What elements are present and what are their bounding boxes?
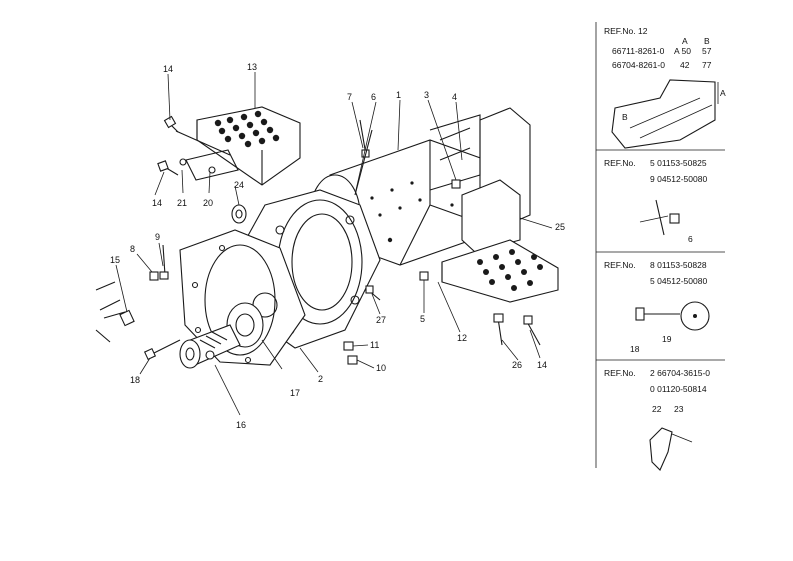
- callout-10: 10: [376, 363, 386, 373]
- callout-2: 2: [318, 374, 323, 384]
- ref-panel-3: REF.No. 8 01153-50828 5 04512-50080 18 1…: [604, 260, 710, 354]
- callout-8: 8: [130, 244, 135, 254]
- bolt-9: [159, 244, 169, 280]
- nut-10: [347, 355, 358, 365]
- bolt-14-left: [157, 160, 179, 176]
- leader-lines: [115, 72, 553, 416]
- bolt-14-right: [523, 315, 541, 346]
- bolt-3-4: [451, 179, 461, 189]
- seal-24: [231, 204, 247, 224]
- bolt-26: [493, 313, 504, 346]
- bracket-15: [95, 281, 135, 343]
- callout-4: 4: [452, 92, 457, 102]
- ref-panel-4: REF.No. 2 66704-3615-0 0 01120-50814 22 …: [604, 368, 710, 471]
- ref-panel-1-row-2-part: 66704-8261-0: [612, 60, 665, 70]
- callout-7: 7: [347, 92, 352, 102]
- callout-6: 6: [371, 92, 376, 102]
- callout-14-top: 14: [163, 64, 173, 74]
- callout-3: 3: [424, 90, 429, 100]
- bolt-14-upper: [163, 115, 179, 133]
- callout-9: 9: [155, 232, 160, 242]
- ref-panel-4-title: REF.No.: [604, 368, 636, 378]
- nut-8: [149, 271, 159, 281]
- ref-panel-1-col-b: B: [704, 36, 710, 46]
- ref-panel-1-row-2-b: 77: [702, 60, 712, 70]
- ref-panel-2-row-1: 5 01153-50825: [650, 158, 707, 168]
- ref-panel-4-row-1: 2 66704-3615-0: [650, 368, 710, 378]
- ref-panel-4-label-23: 23: [674, 404, 684, 414]
- ref-panel-3-row-1: 8 01153-50828: [650, 260, 707, 270]
- ref-panel-1-row-1-value: A 50: [674, 46, 691, 56]
- ref-panel-2-title: REF.No.: [604, 158, 636, 168]
- ref-panel-2-label: 6: [688, 234, 693, 244]
- callout-14-left: 14: [152, 198, 162, 208]
- step-plate-upper: [196, 106, 301, 186]
- callout-17: 17: [290, 388, 300, 398]
- callout-25: 25: [555, 222, 565, 232]
- callout-16: 16: [236, 420, 246, 430]
- ref-panel-1-dim-b: B: [622, 112, 628, 122]
- callout-27: 27: [376, 315, 386, 325]
- ref-panel-1-dim-a: A: [720, 88, 726, 98]
- callout-20: 20: [203, 198, 213, 208]
- ref-panel-4-row-2: 0 01120-50814: [650, 384, 707, 394]
- reference-panels: REF.No. 12 A B 66711-8261-0 A 50 57 6670…: [595, 22, 726, 471]
- callout-26: 26: [512, 360, 522, 370]
- ref-panel-3-row-2: 5 04512-50080: [650, 276, 707, 286]
- callout-11: 11: [370, 340, 379, 350]
- clutch-shaft-16: [179, 324, 241, 369]
- ref-panel-3-label-19: 19: [662, 334, 672, 344]
- callout-24: 24: [234, 180, 244, 190]
- nut-5: [419, 271, 429, 281]
- callout-14-right: 14: [537, 360, 547, 370]
- bolt-6: [354, 129, 373, 196]
- ref-panel-1-row-1-b: 57: [702, 46, 712, 56]
- step-bracket: [175, 130, 239, 181]
- step-plate-lower: [441, 239, 559, 303]
- ref-panel-1-col-a: A: [682, 36, 688, 46]
- ref-panel-1: REF.No. 12 A B 66711-8261-0 A 50 57 6670…: [604, 26, 726, 149]
- callout-12: 12: [457, 333, 467, 343]
- rear-cover-25: [429, 107, 531, 253]
- callout-labels: 13 14 7 6 1 3 4 24 14 21 20 9 8 15 25 27…: [110, 62, 565, 430]
- ref-panel-2: REF.No. 5 01153-50825 9 04512-50080 6: [604, 158, 707, 244]
- callout-5: 5: [420, 314, 425, 324]
- ref-panel-1-row-2-value: 42: [680, 60, 690, 70]
- callout-18: 18: [130, 375, 140, 385]
- ref-panel-3-label-18: 18: [630, 344, 640, 354]
- ref-panel-3-title: REF.No.: [604, 260, 636, 270]
- ref-panel-4-label-22: 22: [652, 404, 662, 414]
- ref-panel-2-row-2: 9 04512-50080: [650, 174, 707, 184]
- bolt-27: [365, 285, 381, 301]
- callout-21: 21: [177, 198, 187, 208]
- ref-panel-1-row-1-part: 66711-8261-0: [612, 46, 665, 56]
- callout-1: 1: [396, 90, 401, 100]
- ref-panel-1-title: REF.No. 12: [604, 26, 648, 36]
- ref-panel-4-clip: [649, 427, 673, 471]
- bolt-18: [143, 339, 181, 361]
- callout-15: 15: [110, 255, 120, 265]
- callout-13: 13: [247, 62, 257, 72]
- nut-11: [343, 341, 354, 351]
